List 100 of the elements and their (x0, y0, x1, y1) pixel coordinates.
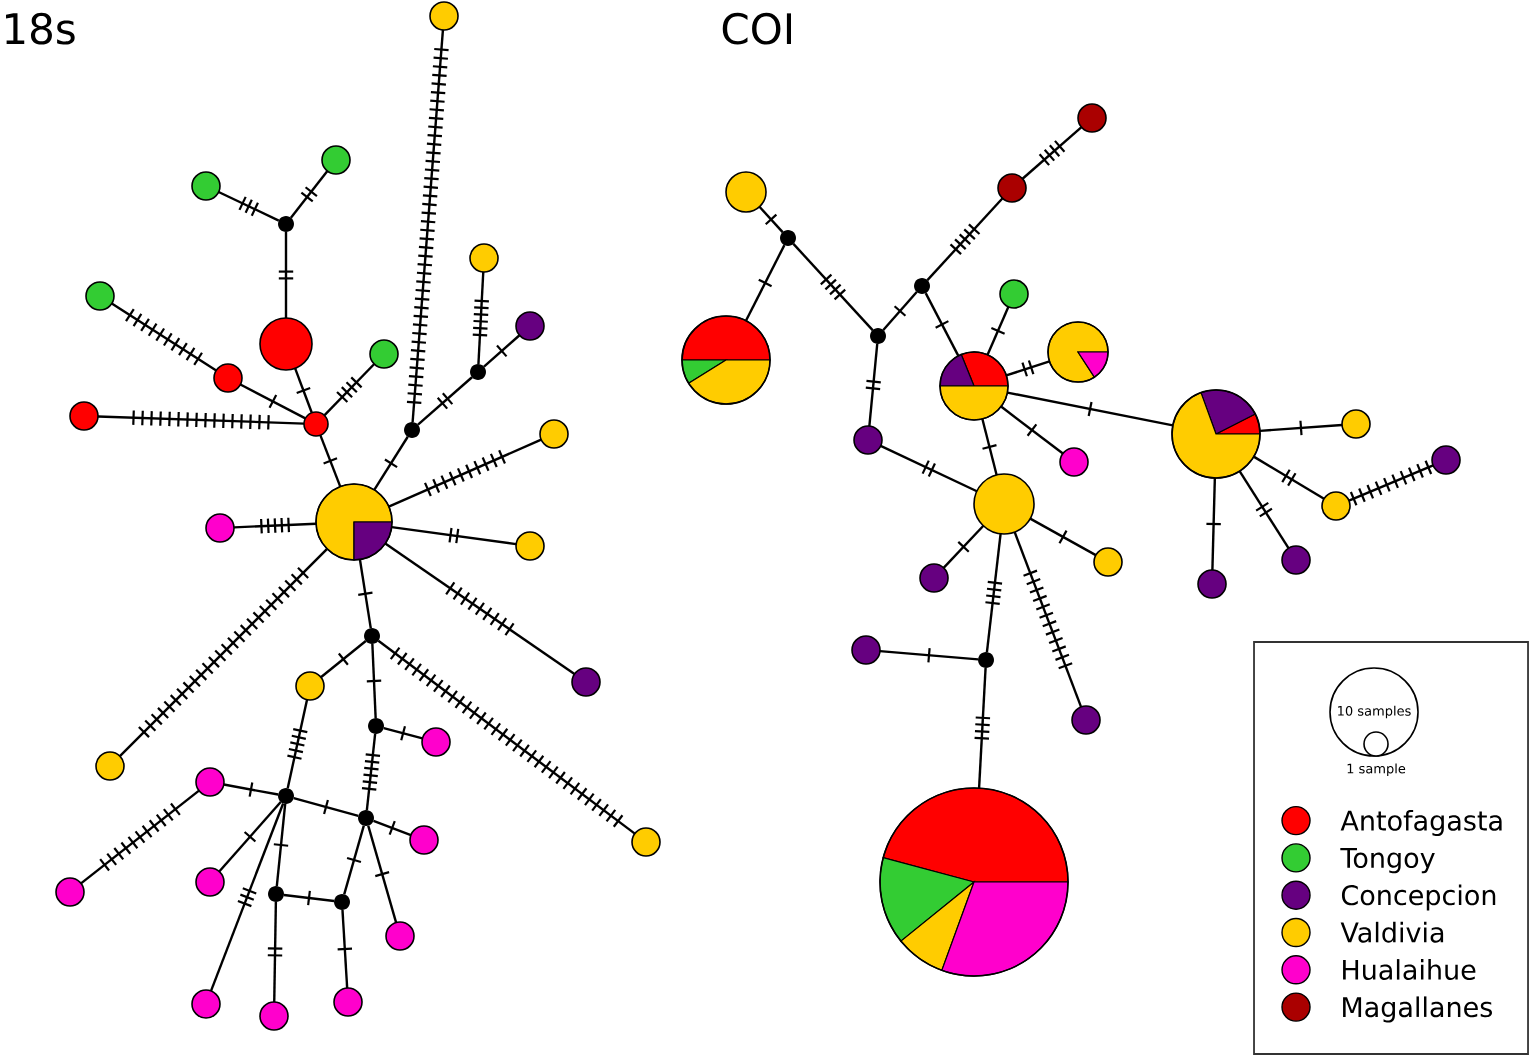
connector-line (361, 733, 381, 811)
haplotype-circle (1281, 545, 1311, 575)
junction-dot (364, 628, 380, 644)
haplotype-circle (515, 531, 545, 561)
legend-label: Tongoy (1340, 848, 1435, 874)
legend-label: Valdivia (1340, 921, 1444, 943)
haplotype-circle (55, 877, 85, 907)
pie-circle (681, 315, 771, 405)
connector-line (97, 410, 305, 430)
haplotype-circle (429, 1, 459, 31)
connector-line (119, 548, 328, 757)
connector-line (286, 699, 309, 789)
connector-line (111, 302, 217, 372)
connector-line (1206, 477, 1221, 571)
pie-circle (315, 483, 393, 561)
connector-line (865, 343, 881, 427)
connector-line (1021, 126, 1083, 180)
haplotype-circle (1431, 445, 1461, 475)
haplotype-circle (259, 1001, 289, 1031)
connector-line (924, 292, 960, 357)
haplotype-circle (631, 827, 661, 857)
haplotype-circle (1077, 103, 1107, 133)
haplotype-circle (1341, 409, 1371, 439)
connector-line (218, 190, 280, 222)
junction-dot (404, 422, 420, 438)
haplotype-circle (515, 311, 545, 341)
connector-line (367, 825, 398, 923)
connector-line (882, 291, 918, 331)
connector-line (974, 667, 991, 789)
haplotype-circle (1071, 705, 1101, 735)
connector-line (926, 197, 1004, 281)
haplotype-circle (85, 281, 115, 311)
connector-line (384, 542, 576, 676)
haplotype-circle (369, 339, 399, 369)
connector-line (986, 306, 1010, 356)
haplotype-circle (1059, 447, 1089, 477)
connector-line (323, 363, 376, 417)
haplotype-circle (259, 317, 313, 371)
haplotype-circle (191, 171, 221, 201)
haplotype-circle (95, 751, 125, 781)
connector-line (273, 803, 289, 887)
connector-line (942, 524, 985, 569)
haplotype-circle (571, 667, 601, 697)
connector-line (1005, 360, 1050, 377)
haplotype-circle (539, 419, 569, 449)
connector-line (373, 436, 409, 491)
connector-line (388, 438, 542, 508)
connector-line (879, 647, 979, 663)
haplotype-circle (853, 425, 883, 455)
haplotype-circle (69, 401, 99, 431)
connector-line (483, 334, 521, 368)
haplotype-circle (195, 867, 225, 897)
pie-circle (1171, 389, 1261, 479)
connector-line (319, 434, 342, 487)
connector-line (290, 170, 329, 219)
connector-line (343, 825, 365, 895)
haplotype-circle (1321, 491, 1351, 521)
junction-dot (368, 718, 384, 734)
haplotype-circle (385, 921, 415, 951)
legend-label: Magallanes (1343, 996, 1492, 1023)
junction-dot (978, 652, 994, 668)
connector-line (283, 890, 335, 906)
pie-circle (879, 787, 1069, 977)
connector-line (320, 640, 367, 679)
haplotype-circle (1197, 569, 1227, 599)
connector-line (472, 271, 489, 365)
connector-line (239, 383, 306, 420)
haplotype-circle (205, 513, 235, 543)
haplotype-circle (725, 171, 767, 213)
haplotype-circle (919, 563, 949, 593)
connector-line (880, 444, 978, 493)
connector-line (1013, 531, 1083, 708)
pie-circle (939, 351, 1009, 421)
legend-label: Hualaihue (1343, 959, 1476, 980)
pie-circle (1047, 321, 1109, 383)
connector-line (1000, 405, 1064, 455)
connector-line (981, 418, 998, 476)
connector-line (209, 803, 285, 992)
connector-line (267, 901, 283, 1003)
connector-line (294, 367, 313, 414)
junction-dot (780, 230, 796, 246)
connector-line (758, 205, 784, 233)
haplotype-circle (333, 987, 363, 1017)
haplotype-circle (321, 145, 351, 175)
connector-line (1029, 517, 1097, 557)
haplotype-circle (999, 279, 1029, 309)
haplotype-circle (469, 243, 499, 273)
junction-dot (268, 886, 284, 902)
connector-line (373, 819, 412, 837)
connector-line (278, 232, 294, 318)
connector-line (417, 376, 473, 426)
connector-line (358, 559, 373, 629)
junction-dot (914, 278, 930, 294)
haplotype-circle (303, 411, 329, 437)
haplotype-circle (213, 363, 243, 393)
junction-dot (870, 328, 886, 344)
haplotype-circle (295, 671, 325, 701)
connector-line (233, 517, 317, 534)
haplotype-circle (195, 767, 225, 797)
connector-line (293, 796, 359, 818)
